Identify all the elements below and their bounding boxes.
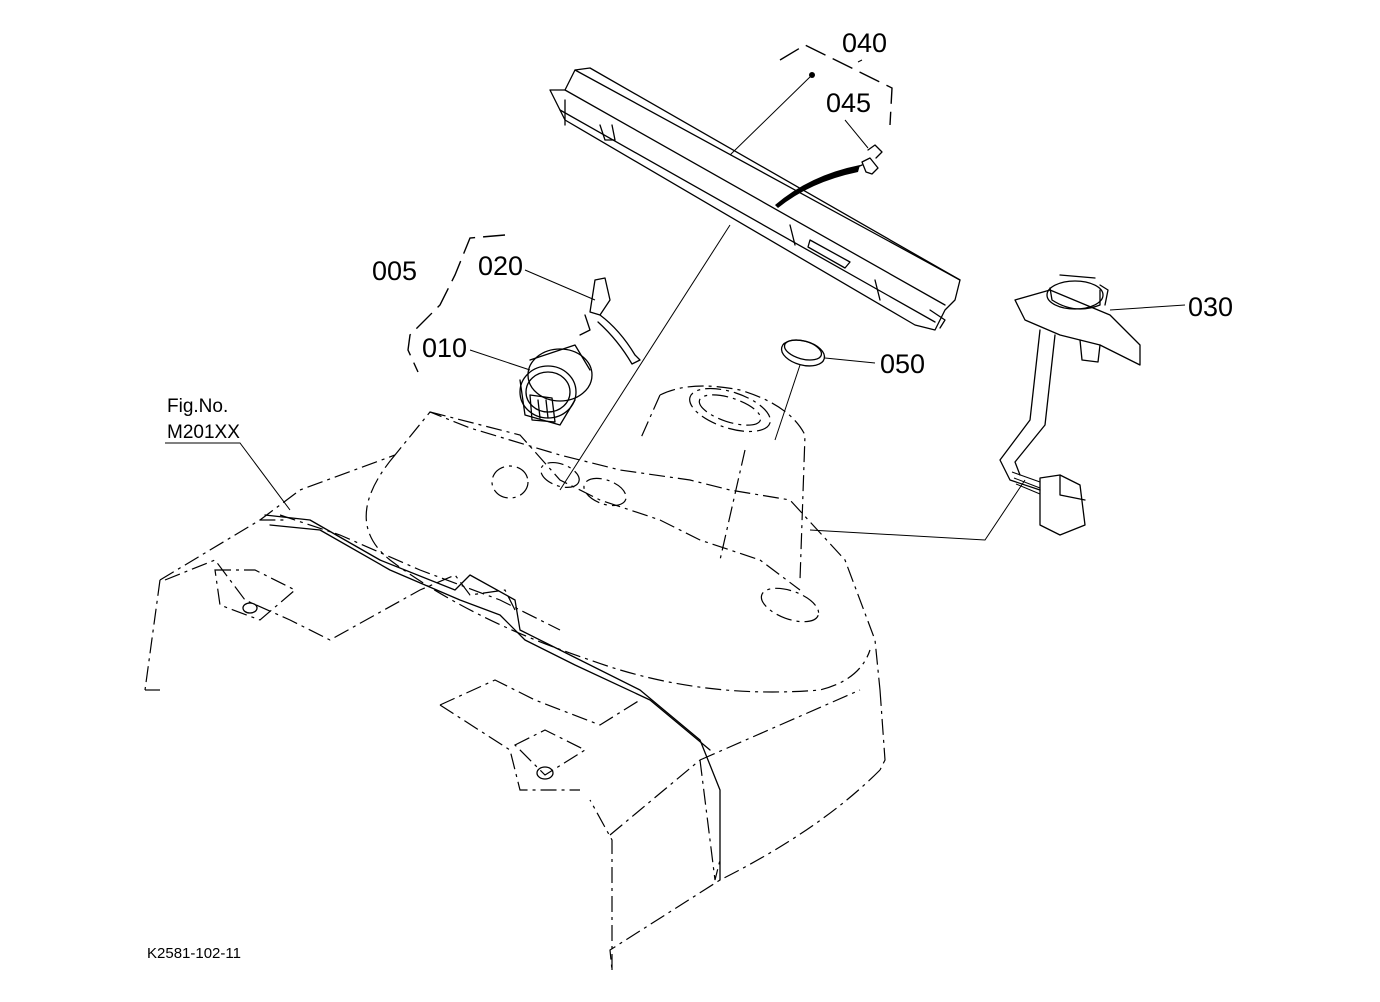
callout-010: 010: [422, 333, 467, 363]
drawing-number: K2581-102-11: [147, 945, 241, 962]
dashboard-housing: [144, 385, 886, 971]
bulb-045: [854, 144, 883, 175]
callout-040: 040: [842, 28, 887, 58]
bracket-005: [407, 234, 506, 373]
cap-050: [780, 339, 826, 367]
switch-010: [519, 344, 593, 426]
callout-030: 030: [1188, 292, 1233, 322]
sender-030: [999, 274, 1141, 536]
meter-panel-040: [549, 67, 961, 331]
leader-lines: [165, 59, 1186, 541]
figure-ref-label: Fig.No.: [167, 396, 228, 417]
bracket-040: [779, 44, 893, 126]
callout-005: 005: [372, 256, 417, 286]
cable-020: [579, 277, 641, 365]
callout-020: 020: [478, 251, 523, 281]
callout-050: 050: [880, 349, 925, 379]
figure-ref-number: M201XX: [167, 422, 240, 443]
callout-045: 045: [826, 88, 871, 118]
